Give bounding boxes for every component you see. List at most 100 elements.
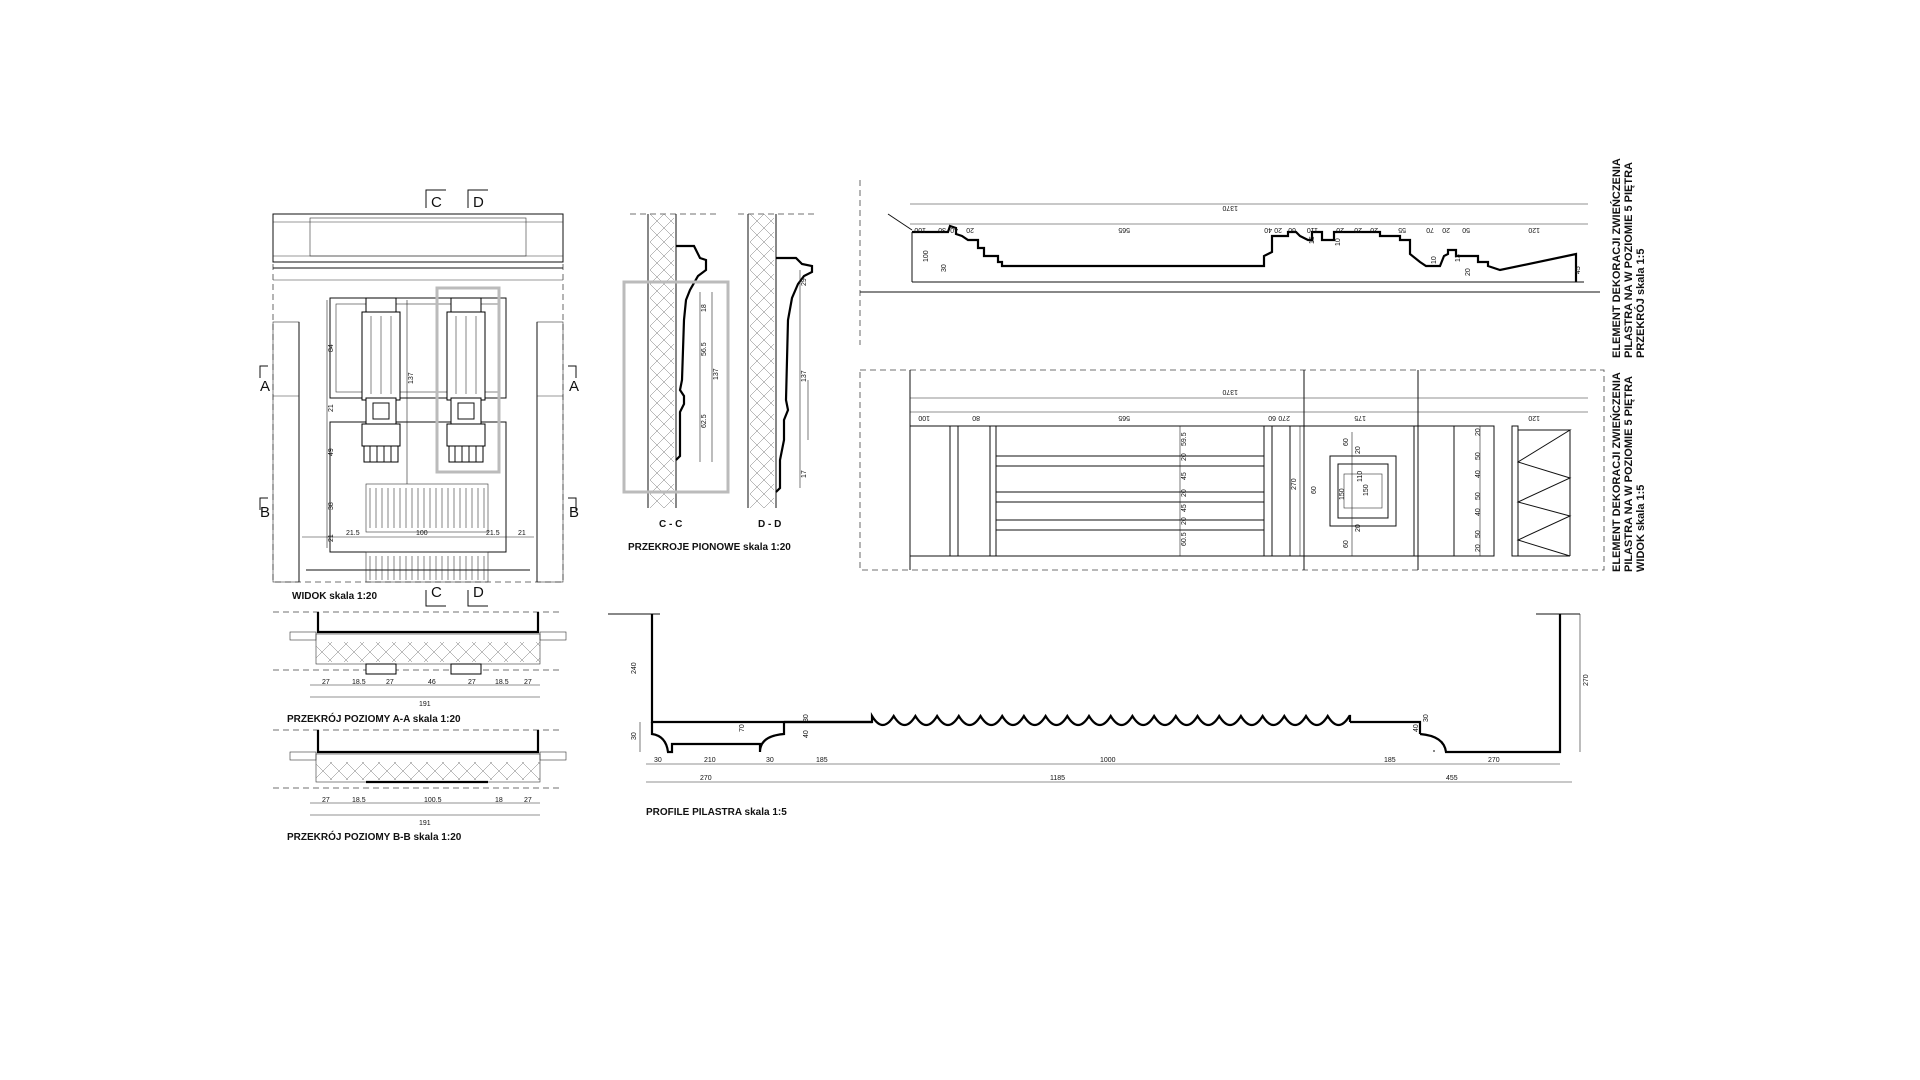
dim-e2-v-14: 60 bbox=[1343, 540, 1350, 548]
hatch-dd bbox=[749, 213, 775, 509]
caption-widok: WIDOK skala 1:20 bbox=[292, 591, 377, 602]
dim-e2-v-0: 59.5 bbox=[1181, 432, 1188, 446]
dim-aa-6: 27 bbox=[524, 679, 532, 686]
dim-e2-v-9: 20 bbox=[1355, 446, 1362, 454]
dim-prof-v-1: 270 bbox=[1583, 674, 1590, 686]
dim-bb-4: 27 bbox=[524, 797, 532, 804]
section-mark-d-top: D bbox=[473, 194, 484, 211]
dim-e2-v-17: 50 bbox=[1475, 452, 1482, 460]
section-mark-b-right: B bbox=[569, 504, 579, 521]
dim-prof-bot-0: 270 bbox=[700, 775, 712, 782]
fluting-pattern bbox=[369, 488, 485, 580]
dim-aa-0: 27 bbox=[322, 679, 330, 686]
dim-e1-v-7: 45 bbox=[1575, 266, 1582, 274]
dim-prof-top-0: 30 bbox=[654, 757, 662, 764]
dim-e1-row-9: 20 bbox=[1336, 226, 1344, 233]
dim-v21: 21 bbox=[328, 404, 335, 412]
section-bb bbox=[273, 729, 567, 816]
dim-h21-5a: 21.5 bbox=[346, 530, 360, 537]
dim-cc-1: 56.5 bbox=[701, 342, 708, 356]
dim-e2-v-7: 270 bbox=[1291, 478, 1298, 490]
dim-aa-5: 18.5 bbox=[495, 679, 509, 686]
pilaster-profile bbox=[608, 613, 1581, 783]
caption-element1-l2: PILASTRA NA W POZIOMIE 5 PIĘTRA bbox=[1623, 162, 1635, 358]
dim-e1-row-8: 110 bbox=[1307, 226, 1318, 233]
dim-e2-v-22: 20 bbox=[1475, 544, 1482, 552]
dim-e1-row-4: 565 bbox=[1118, 226, 1130, 233]
dim-prof-v-2: 30 bbox=[631, 732, 638, 740]
dim-prof-v-7: 30 bbox=[1423, 714, 1430, 722]
element-front-view bbox=[859, 369, 1605, 571]
element-section-view bbox=[859, 180, 1600, 345]
dim-e2-v-10: 110 bbox=[1357, 471, 1364, 482]
dim-e1-v-0: 100 bbox=[923, 250, 930, 262]
dim-prof-top-5: 185 bbox=[1384, 757, 1396, 764]
scallop-profile bbox=[784, 712, 1352, 727]
dim-bb-2: 100.5 bbox=[424, 797, 442, 804]
caption-element2-l1: ELEMENT DEKORACJI ZWIEŃCZENIA bbox=[1610, 372, 1623, 572]
dim-bb-1: 18.5 bbox=[352, 797, 366, 804]
dim-prof-top-2: 30 bbox=[766, 757, 774, 764]
dim-h21-5b: 21.5 bbox=[486, 530, 500, 537]
dim-e2-v-19: 50 bbox=[1475, 492, 1482, 500]
section-aa bbox=[273, 611, 567, 698]
dim-e1-row-14: 20 bbox=[1442, 226, 1450, 233]
section-markers bbox=[259, 189, 577, 607]
dim-e2-v-1: 20 bbox=[1181, 453, 1188, 461]
dim-prof-v-0: 240 bbox=[631, 662, 638, 674]
dim-prof-top-3: 185 bbox=[816, 757, 828, 764]
dim-v137: 137 bbox=[408, 372, 415, 384]
dim-aa-1: 18.5 bbox=[352, 679, 366, 686]
dim-prof-v-6: 40 bbox=[1413, 724, 1420, 732]
dim-bb-total: 191 bbox=[419, 820, 431, 827]
section-mark-a-left: A bbox=[260, 378, 270, 395]
dim-e2-v-3: 20 bbox=[1181, 489, 1188, 497]
dim-bb-0: 27 bbox=[322, 797, 330, 804]
dim-prof-v-5: 30 bbox=[803, 714, 810, 722]
caption-element2-l2: PILASTRA NA W POZIOMIE 5 PIĘTRA bbox=[1623, 376, 1635, 572]
dim-e2-row-2: 565 bbox=[1118, 414, 1130, 421]
dim-e2-v-6: 60.5 bbox=[1181, 532, 1188, 546]
dim-bb-3: 18 bbox=[495, 797, 503, 804]
section-mark-d-bottom: D bbox=[473, 584, 484, 601]
dim-cc-0: 18 bbox=[701, 304, 708, 312]
dim-e1-row-13: 70 bbox=[1426, 226, 1434, 233]
dim-e1-row-15: 50 bbox=[1462, 226, 1470, 233]
label-dd: D - D bbox=[758, 519, 781, 530]
dim-e1-row-7: 60 bbox=[1288, 226, 1296, 233]
hatch-cc bbox=[649, 213, 675, 509]
dim-e2-row-1: 80 bbox=[972, 414, 980, 421]
dim-e2-row-3: 60 bbox=[1268, 414, 1276, 421]
caption-element1-l1: ELEMENT DEKORACJI ZWIEŃCZENIA bbox=[1610, 158, 1623, 358]
dim-aa-2: 27 bbox=[386, 679, 394, 686]
dim-e2-v-15: 60 bbox=[1311, 486, 1318, 494]
dim-e1-v-3: 10 bbox=[1335, 238, 1342, 246]
dim-e2-v-20: 40 bbox=[1475, 508, 1482, 516]
dim-e2-v-5: 20 bbox=[1181, 517, 1188, 525]
section-mark-b-left: B bbox=[260, 504, 270, 521]
caption-przekroj-bb: PRZEKRÓJ POZIOMY B-B skala 1:20 bbox=[287, 830, 462, 843]
dim-e1-row-0: 100 bbox=[914, 226, 926, 233]
dim-e2-v-4: 45 bbox=[1181, 504, 1188, 512]
dim-prof-top-1: 210 bbox=[704, 757, 716, 764]
dim-e1-v-5: 13 bbox=[1455, 254, 1462, 262]
dim-aa-3: 46 bbox=[428, 679, 436, 686]
dim-prof-bot-1: 1185 bbox=[1050, 775, 1065, 782]
dim-prof-top-6: 270 bbox=[1488, 757, 1500, 764]
dim-e1-v-4: 10 bbox=[1431, 256, 1438, 264]
vertical-sections bbox=[622, 213, 816, 509]
caption-przekroje-pionowe: PRZEKROJE PIONOWE skala 1:20 bbox=[628, 542, 791, 553]
dim-e2-v-2: 45 bbox=[1181, 472, 1188, 480]
dim-e2-row-6: 120 bbox=[1528, 414, 1540, 421]
dim-e1-v-2: 15 bbox=[1309, 236, 1316, 244]
caption-element2-l3: WIDOK skala 1:5 bbox=[1635, 485, 1647, 572]
dim-e1-row-6: 20 bbox=[1274, 226, 1282, 233]
dim-e2-total: 1370 bbox=[1222, 388, 1238, 395]
hatch-aa bbox=[315, 641, 541, 663]
dim-e2-v-11: 150 bbox=[1339, 488, 1346, 500]
dim-prof-bot-2: 455 bbox=[1446, 775, 1458, 782]
section-mark-a-right: A bbox=[569, 378, 579, 395]
dim-cc-3: 62.5 bbox=[701, 414, 708, 428]
caption-profile: PROFILE PILASTRA skala 1:5 bbox=[646, 807, 787, 818]
